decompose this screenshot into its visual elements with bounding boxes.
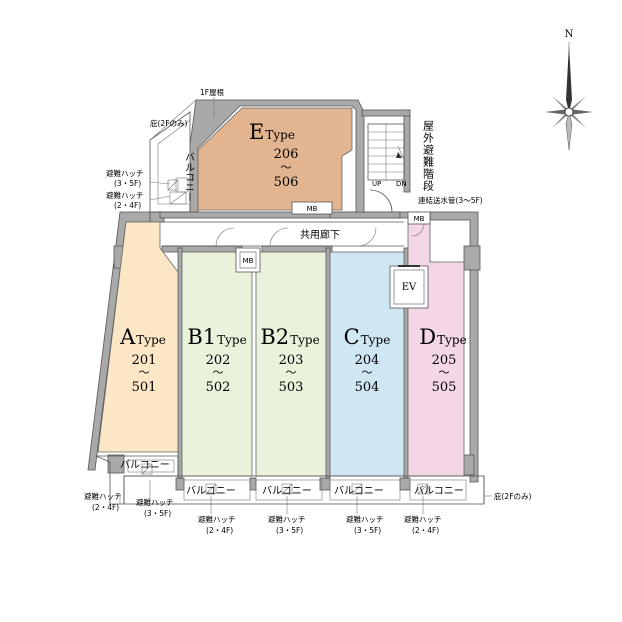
unit-e-type: Type [265,128,295,142]
unit-a-from: 201 [132,353,157,368]
hatch-b3-floors: (3・5F) [354,526,381,535]
unit-c-label: CType 204 ～ 504 [344,325,391,395]
unit-b2-room[interactable] [255,251,327,477]
unit-c-to: 504 [355,380,380,395]
unit-d-tilde: ～ [439,366,450,379]
unit-a-room[interactable] [97,221,179,453]
unit-c-from: 204 [355,353,380,368]
meter-box-d: MB [407,211,431,225]
hatch-bl2-label: 避難ハッチ [136,497,174,507]
unit-d-from: 205 [432,353,457,368]
svg-text:B1Type: B1Type [187,325,246,349]
unit-b1-to: 502 [206,380,231,395]
unit-a-to: 501 [132,380,157,395]
unit-b1-label: B1Type 202 ～ 502 [187,325,246,395]
north-compass-icon: N [545,29,593,151]
eave-top-label: 庇(2Fのみ) [150,118,188,128]
outdoor-stairs [367,123,405,213]
hatch-b1-floors: (2・4F) [206,526,233,535]
balcony-a [95,455,179,505]
svg-text:AType: AType [119,325,166,349]
corridor-label: 共用廊下 [300,228,340,241]
unit-b1-tilde: ～ [213,366,224,379]
svg-text:CType: CType [344,325,391,349]
balcony-a-label: バルコニー [120,459,170,471]
unit-b2-type: Type [290,333,320,347]
svg-text:MB: MB [243,257,254,265]
hatch-b1-label: 避難ハッチ [198,514,236,524]
pipe-label: 連結送水管(3～5F) [418,195,483,205]
stair-down-label: DN [396,180,407,188]
hatch-b4-floors: (2・4F) [412,526,439,535]
balcony-e [149,99,197,213]
unit-e-room[interactable] [197,107,353,211]
unit-b1-from: 202 [206,353,231,368]
hatch-b3-label: 避難ハッチ [346,514,384,524]
unit-b2-letter: B2 [260,325,289,349]
unit-e-to: 506 [274,175,299,190]
hatch-top-1-floors: (3・5F) [114,179,141,188]
hatch-top-2-floors: (2・4F) [114,201,141,210]
meter-box-corridor: MB [235,247,261,273]
svg-text:DType: DType [419,325,466,349]
ev-label: EV [402,282,417,293]
svg-text:MB: MB [414,215,425,223]
hatch-bl1-label: 避難ハッチ [84,491,122,501]
balcony-c-label: バルコニー [334,485,384,497]
unit-b2-label: B2Type 203 ～ 503 [260,325,319,395]
unit-d-type: Type [437,333,467,347]
unit-d-letter: D [419,325,436,349]
hatch-icons [205,483,429,495]
unit-c-tilde: ～ [362,366,373,379]
unit-b2-tilde: ～ [286,366,297,379]
elevator: EV [389,265,429,309]
eave-bottom-label: 庇(2Fのみ) [494,491,532,501]
balcony-b2-label: バルコニー [262,485,312,497]
hatch-bl2-floors: (3・5F) [144,509,171,518]
unit-d-label: DType 205 ～ 505 [419,325,466,395]
svg-text:MB: MB [307,205,318,213]
balcony-d-label: バルコニー [414,485,464,497]
north-label: N [565,29,574,40]
unit-b2-from: 203 [279,353,304,368]
unit-a-tilde: ～ [139,366,150,379]
unit-e-label: EType 206 ～ 506 [249,120,298,190]
unit-c-type: Type [361,333,391,347]
unit-c-letter: C [344,325,360,349]
stair-up-label: UP [372,180,381,188]
unit-b1-type: Type [217,333,247,347]
hatch-top-1-label: 避難ハッチ [106,168,144,178]
unit-d-to: 505 [432,380,457,395]
svg-text:EType: EType [249,120,295,144]
unit-d-room[interactable] [407,221,465,477]
hatch-b4-label: 避難ハッチ [404,514,442,524]
roof-1f-label: 1F屋根 [200,87,225,97]
hatch-top-2-label: 避難ハッチ [106,190,144,200]
hatch-b2-floors: (3・5F) [276,526,303,535]
unit-e-letter: E [249,120,264,144]
unit-a-type: Type [136,333,166,347]
unit-e-from: 206 [274,147,299,162]
balcony-e-label: バルコニー [183,152,195,202]
meter-box-e: MB [291,201,333,215]
unit-a-label: AType 201 ～ 501 [119,325,166,395]
unit-b1-letter: B1 [187,325,216,349]
balcony-b1-label: バルコニー [186,485,236,497]
svg-text:B2Type: B2Type [260,325,319,349]
hatch-b2-label: 避難ハッチ [268,514,306,524]
unit-a-letter: A [119,325,136,349]
stair-label: 屋外避難階段 [422,120,435,192]
unit-e-tilde: ～ [281,161,292,174]
unit-b2-to: 503 [279,380,304,395]
corridor [162,221,425,247]
hatch-bl1-floors: (2・4F) [92,503,119,512]
